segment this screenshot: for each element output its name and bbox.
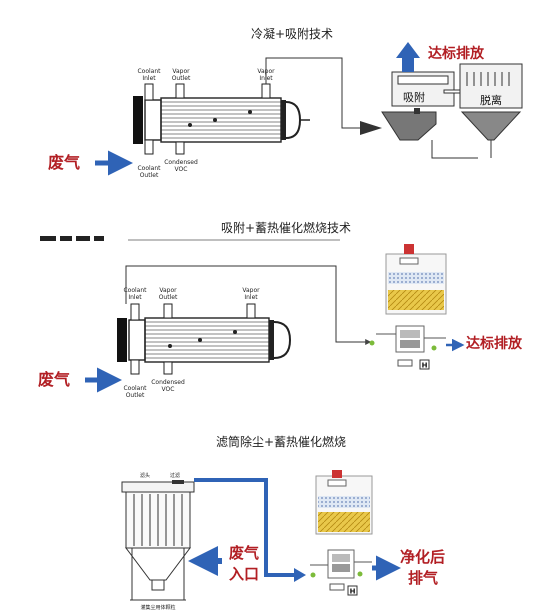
panel-cartridge-filter-rto: 滤筒除尘+蓄热催化燃烧 滤头 过滤 灌集尘用体颗粒	[121, 434, 445, 611]
panel3-title: 滤筒除尘+蓄热催化燃烧	[216, 434, 346, 449]
hx2-condensed-voc-label: Condensed	[151, 379, 185, 386]
panel3-h-badge	[347, 585, 358, 596]
filter-label-1: 滤头	[140, 472, 150, 479]
hx1-coolant-outlet-label: Coolant	[137, 165, 161, 172]
adsorber-unit	[381, 71, 478, 159]
rto-unit-2	[376, 244, 447, 367]
hx2-coolant-outlet-label: Coolant	[123, 385, 147, 392]
panel1-title: 冷凝+吸附技术	[251, 26, 333, 41]
svg-text:Inlet: Inlet	[142, 75, 156, 82]
heat-exchanger-1	[133, 83, 310, 155]
desorber-unit	[443, 63, 523, 158]
svg-text:Inlet: Inlet	[244, 294, 258, 301]
panel2-discharge-label: 达标排放	[466, 335, 523, 352]
svg-text:VOC: VOC	[175, 166, 188, 173]
hx1-coolant-inlet-label: Coolant	[137, 68, 161, 75]
panel2-title: 吸附+蓄热催化燃烧技术	[221, 220, 351, 235]
panel2-inlet-label: 废气	[38, 370, 70, 389]
rto-unit-3	[310, 470, 373, 591]
panel3-duct	[194, 478, 296, 577]
panel3-discharge-label-1: 净化后	[400, 548, 445, 566]
cartridge-dust-collector	[121, 480, 195, 601]
svg-text:Outlet: Outlet	[140, 172, 159, 179]
panel1-discharge-label: 达标排放	[428, 45, 485, 62]
svg-text:Outlet: Outlet	[126, 392, 145, 399]
hx2-vapor-outlet-label: Vapor	[159, 287, 177, 294]
svg-text:VOC: VOC	[162, 386, 175, 393]
panel2-connector-line	[125, 265, 360, 343]
hx1-vapor-outlet-label: Vapor	[172, 68, 190, 75]
svg-text:Outlet: Outlet	[159, 294, 178, 301]
desorb-label: 脱离	[480, 93, 502, 107]
panel3-discharge-label-2: 排气	[408, 569, 438, 587]
panel-adsorption-rto: 吸附+蓄热催化燃烧技术 Coolant Inlet Vapor Outlet V…	[38, 220, 523, 399]
hx2-labels: Coolant Inlet Vapor Outlet Vapor Inlet C…	[123, 287, 260, 399]
panel1-inlet-label: 废气	[48, 153, 80, 172]
discharge-up-arrow	[396, 42, 420, 72]
panel3-inlet-label-1: 废气	[229, 544, 259, 562]
panel-condensation-adsorption: 冷凝+吸附技术 Coolant Inlet Vapor Outlet Vapor	[48, 26, 523, 179]
adsorb-label: 吸附	[403, 90, 425, 104]
hx2-vapor-inlet-label: Vapor	[242, 287, 260, 294]
panel3-inlet-label-2: 入口	[229, 565, 259, 583]
panel1-connector-line	[265, 57, 372, 129]
svg-text:Inlet: Inlet	[128, 294, 142, 301]
svg-text:Outlet: Outlet	[172, 75, 191, 82]
heat-exchanger-2	[117, 303, 292, 375]
svg-text:H: H	[350, 588, 356, 596]
panel2-h-badge	[419, 359, 430, 370]
filter-label-2: 过滤	[170, 472, 180, 479]
separator-fragment	[40, 236, 340, 241]
hopper-label: 灌集尘用体颗粒	[140, 604, 175, 611]
svg-text:H: H	[422, 362, 428, 370]
hx2-coolant-inlet-label: Coolant	[123, 287, 147, 294]
hx1-condensed-voc-label: Condensed	[164, 159, 198, 166]
